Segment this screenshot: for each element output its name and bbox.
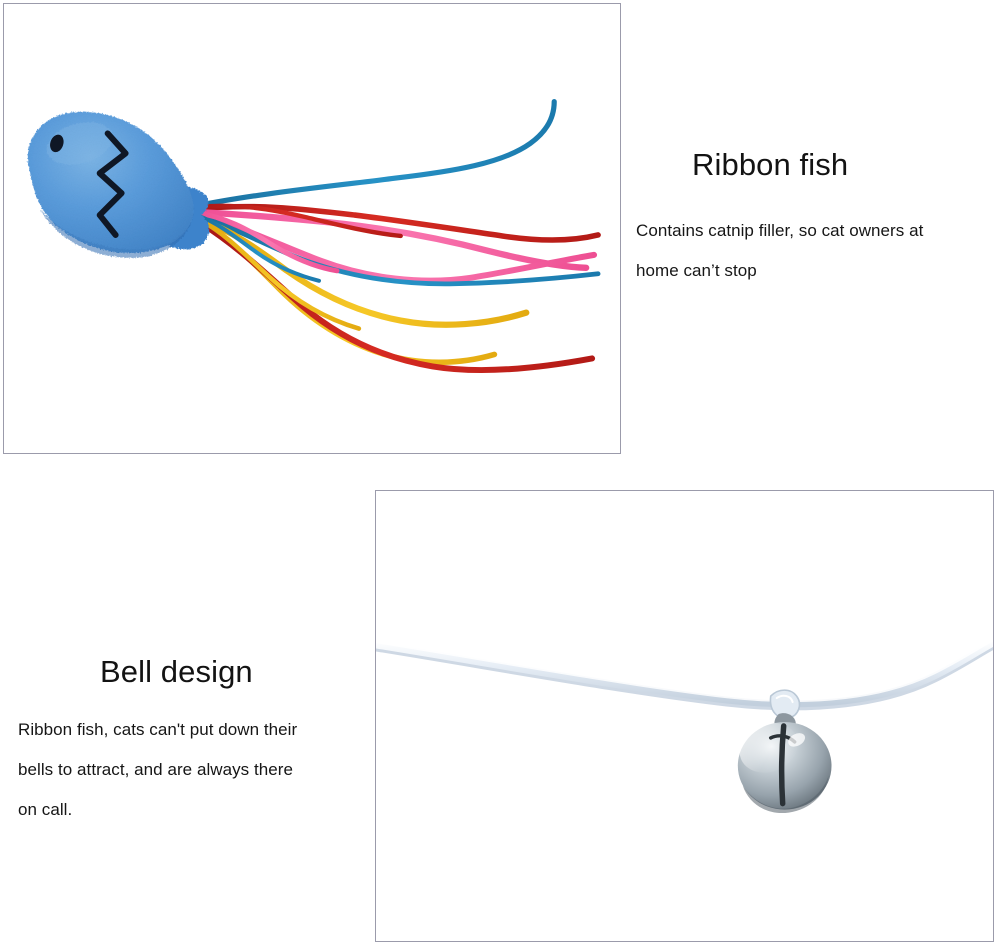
bell-design-heading: Bell design [100,654,253,689]
ribbon-fish-photo-panel [3,3,621,454]
bell-design-description-line-3: on call. [18,799,73,819]
ribbon-fish-description: Contains catnip filler, so cat owners at… [636,211,981,291]
jingle-bell [737,713,832,814]
bell-design-description-line-1: Ribbon fish, cats can't put down their [18,719,298,739]
ribbon-fish-description-line-1: Contains catnip filler, so cat owners at [636,220,924,240]
elastic-cord [376,638,993,711]
ribbon-fish-illustration [4,4,620,453]
bell-illustration [376,491,993,941]
ribbon-streamers [192,98,601,374]
ribbon-fish-heading: Ribbon fish [692,147,849,182]
ribbon-fish-text-block: Ribbon fish Contains catnip filler, so c… [636,147,981,291]
cord-knot [769,689,801,720]
bell-design-description: Ribbon fish, cats can't put down their b… [18,710,358,830]
ribbon-fish-description-line-2: home can’t stop [636,260,757,280]
bell-design-text-block: Bell design Ribbon fish, cats can't put … [18,654,358,830]
bell-design-description-line-2: bells to attract, and are always there [18,759,293,779]
fish-gill-zigzag [96,130,129,238]
fish-eye [50,134,64,153]
bell-design-photo-panel [375,490,994,942]
